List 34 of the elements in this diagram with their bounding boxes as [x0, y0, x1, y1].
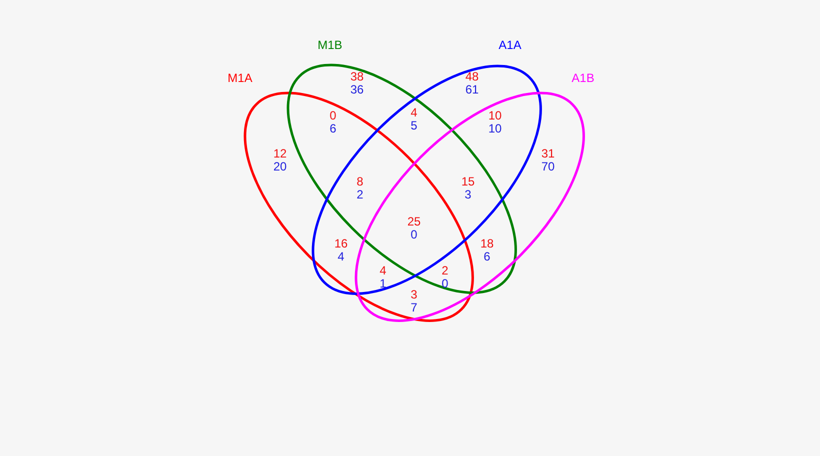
region-count: 16 [334, 238, 348, 250]
region-count: 31 [541, 148, 555, 160]
region-count: 10 [488, 110, 502, 122]
region-count: 38 [350, 70, 364, 84]
region-count: 1 [380, 278, 386, 290]
region-count: 4 [380, 264, 386, 278]
region-count: 2 [442, 264, 448, 278]
region-count: 7 [410, 302, 418, 314]
set-label: A1A [498, 38, 522, 52]
region-count: 0 [442, 278, 448, 290]
region-count: 3 [410, 288, 418, 302]
region-count: 4 [410, 106, 418, 120]
region-count: 3 [464, 188, 472, 202]
set-label: A1B [572, 71, 594, 85]
region-count: 48 [465, 70, 479, 84]
region-count: 25 [407, 216, 421, 228]
region-count: 12 [273, 148, 287, 160]
region-count: 6 [330, 122, 336, 136]
region-count: 18 [480, 238, 494, 250]
region-count: 6 [484, 250, 490, 264]
region-count: 70 [541, 160, 555, 174]
set-label: M1B [318, 38, 342, 52]
set-label: M1A [228, 71, 252, 85]
region-count: 2 [356, 188, 364, 202]
region-count: 15 [461, 176, 475, 188]
region-count: 0 [410, 228, 418, 242]
region-count: 10 [488, 122, 502, 136]
region-count: 61 [465, 84, 479, 96]
region-count: 4 [338, 250, 344, 264]
region-count: 8 [356, 176, 364, 188]
region-count: 5 [410, 120, 418, 132]
region-count: 0 [330, 110, 336, 122]
region-count: 20 [273, 160, 287, 174]
region-count: 36 [350, 84, 364, 96]
